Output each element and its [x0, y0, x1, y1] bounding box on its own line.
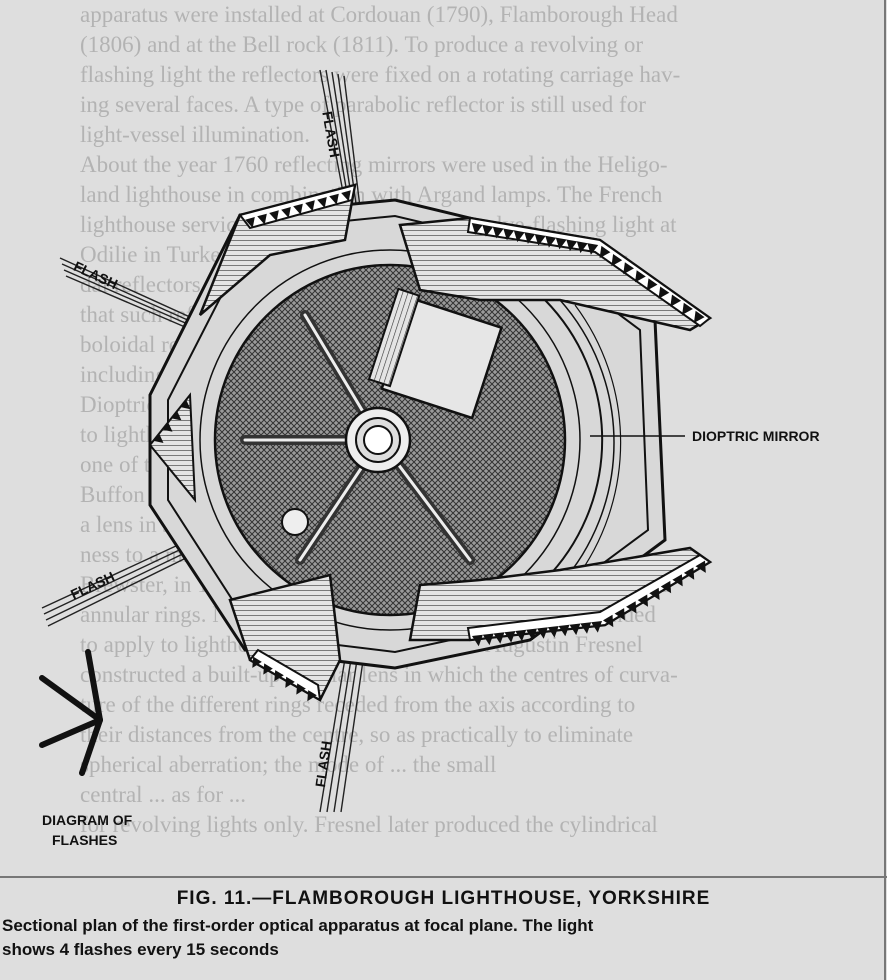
prism-tooth	[482, 633, 494, 646]
prism-tooth	[274, 670, 284, 682]
prism-tooth	[296, 683, 306, 695]
background-text-line: (1806) and at the Bell rock (1811). To p…	[80, 32, 644, 57]
prism-tooth	[693, 310, 705, 323]
background-text-line: spherical aberration; the mode of ... th…	[80, 752, 497, 777]
prism-tooth	[591, 621, 602, 633]
prism-tooth	[649, 587, 660, 600]
prism-tooth	[493, 632, 505, 644]
prism-tooth	[257, 213, 267, 225]
prism-tooth	[635, 270, 646, 283]
prism-tooth	[515, 629, 527, 642]
figure-frame-right	[884, 0, 886, 980]
prism-tooth	[503, 228, 515, 241]
prism-tooth	[504, 631, 516, 643]
figure-frame-bottom	[0, 876, 887, 878]
prism-tooth	[341, 190, 351, 202]
figure-caption: Sectional plan of the first-order optica…	[2, 914, 882, 962]
prism-tooth	[580, 622, 592, 634]
prism-tooth	[482, 224, 494, 237]
prism-tooth	[547, 626, 559, 638]
figure-caption-line2: shows 4 flashes every 15 seconds	[2, 940, 279, 959]
prism-tooth	[524, 232, 536, 244]
prism-tooth	[614, 608, 625, 621]
background-text-line: for revolving lights only. Fresnel later…	[80, 812, 658, 837]
prism-tooth	[587, 243, 599, 255]
prism-tooth	[162, 422, 173, 432]
prism-tooth	[545, 235, 557, 248]
prism-tooth	[317, 197, 327, 208]
prism-tooth	[682, 302, 693, 315]
prism-tooth	[603, 614, 614, 628]
prism-tooth	[637, 594, 648, 607]
prism-tooth	[646, 278, 658, 291]
prism-tooth	[660, 580, 672, 594]
prism-tooth	[611, 254, 623, 267]
prism-tooth	[513, 230, 525, 243]
prism-tooth	[695, 560, 706, 573]
prism-tooth	[252, 656, 262, 668]
hatch-door	[367, 287, 504, 420]
prism-tooth	[285, 676, 295, 688]
diagram-of-flashes	[39, 649, 103, 776]
figure-caption-line1: Sectional plan of the first-order optica…	[2, 916, 594, 935]
prism-tooth	[171, 411, 182, 421]
prism-tooth	[672, 574, 683, 587]
prism-tooth	[471, 223, 483, 235]
prism-tooth	[269, 210, 279, 222]
prism-tooth	[534, 234, 546, 246]
background-text-line: apparatus were installed at Cordouan (17…	[80, 2, 678, 27]
prism-tooth	[599, 245, 611, 259]
prism-tooth	[180, 400, 191, 410]
prism-tooth	[293, 203, 303, 215]
prism-tooth	[555, 237, 567, 250]
prism-tooth	[569, 623, 581, 636]
background-text-line: ing several faces. A type of parabolic r…	[80, 92, 646, 117]
prism-tooth	[472, 634, 483, 647]
dioptric-mirror-label: DIOPTRIC MIRROR	[692, 428, 820, 444]
reflector-top-right	[398, 216, 713, 332]
diagram-of-flashes-label-line1: DIAGRAM OF	[42, 812, 133, 828]
prism-tooth	[492, 226, 504, 239]
prism-tooth	[245, 217, 255, 228]
prism-tooth	[683, 567, 695, 580]
prism-tooth	[566, 239, 578, 252]
prism-tooth	[626, 601, 637, 614]
prism-tooth	[670, 294, 682, 307]
prism-tooth	[658, 286, 670, 299]
prism-tooth	[526, 628, 537, 641]
flash-ray-bottom	[319, 639, 367, 813]
background-text-line: flashing light the reflectors were fixed…	[80, 62, 681, 87]
prism-tooth	[305, 200, 315, 212]
diagram-of-flashes-label-line2: FLASHES	[52, 832, 118, 848]
figure-caption-title: FIG. 11.—FLAMBOROUGH LIGHTHOUSE, YORKSHI…	[176, 888, 711, 909]
prism-tooth	[537, 627, 548, 639]
prism-tooth	[623, 262, 634, 275]
prism-tooth	[329, 193, 339, 205]
prism-tooth	[307, 690, 317, 702]
background-text-line: central ... as for ...	[80, 782, 247, 807]
prism-tooth	[263, 663, 273, 675]
prism-tooth	[281, 207, 291, 218]
prism-tooth	[558, 624, 570, 637]
background-text-line: About the year 1760 reflecting mirrors w…	[80, 152, 668, 177]
prism-tooth	[153, 433, 164, 443]
prism-tooth	[576, 241, 588, 254]
background-text-line: light-vessel illumination.	[80, 122, 310, 147]
background-text-line: their distances from the centre, so as p…	[80, 722, 634, 747]
